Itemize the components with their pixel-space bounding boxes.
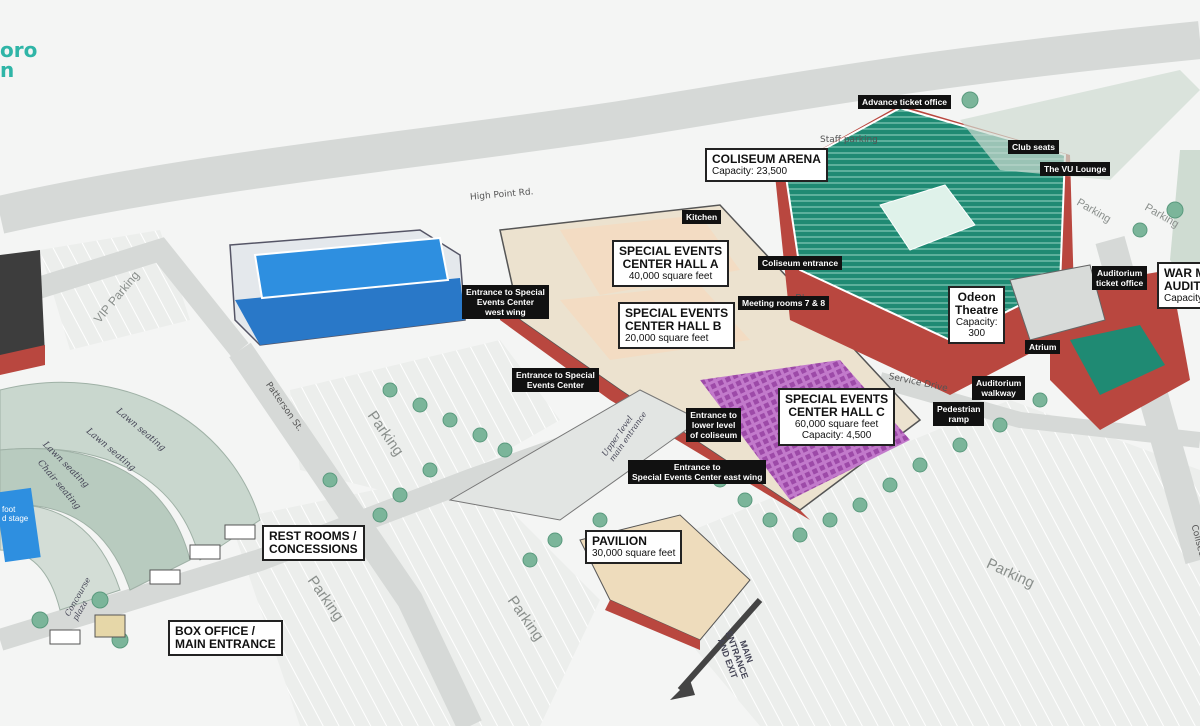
parking-lot-center — [290, 340, 560, 500]
entrance-special-events-tag: Entrance to Special Events Center — [512, 368, 599, 392]
coliseum-arena-name: COLISEUM ARENA — [712, 152, 821, 166]
box-office-callout: BOX OFFICE / MAIN ENTRANCE — [168, 620, 283, 656]
advance-ticket-office-tag: Advance ticket office — [858, 95, 952, 109]
west-road — [0, 237, 249, 357]
auditorium-ticket-office-tag: Auditorium ticket office — [1092, 266, 1148, 290]
patterson-street — [229, 342, 482, 726]
atrium-tag: Atrium — [1025, 340, 1061, 354]
coliseum-arena-capacity: Capacity: 23,500 — [712, 166, 788, 177]
staff-parking-label: Staff parking — [820, 135, 878, 145]
entrance-west-wing-tag: Entrance to Special Events Center west w… — [462, 285, 549, 319]
main-entrance-arrow — [677, 598, 763, 692]
war-memorial-auditorium-callout: WAR M AUDITO Capacity — [1157, 262, 1200, 309]
coliseum-court — [879, 184, 976, 251]
parking-lot-southeast — [620, 400, 1200, 726]
high-point-road — [0, 21, 1200, 234]
hall-a-callout: SPECIAL EVENTS CENTER HALL A 40,000 squa… — [612, 240, 730, 287]
rest-rooms-callout: REST ROOMS / CONCESSIONS — [262, 525, 365, 561]
coliseum-entrance-tag: Coliseum entrance — [758, 256, 843, 270]
meeting-rooms-tag: Meeting rooms 7 & 8 — [738, 296, 830, 310]
pavilion-callout: PAVILION 30,000 square feet — [585, 530, 683, 564]
hall-c-callout: SPECIAL EVENTS CENTER HALL C 60,000 squa… — [778, 388, 896, 446]
odeon-theatre-callout: Odeon Theatre Capacity: 300 — [948, 286, 1006, 344]
entrance-east-wing-tag: Entrance to Special Events Center east w… — [628, 460, 767, 484]
kitchen-tag: Kitchen — [682, 210, 722, 224]
pedestrian-ramp-tag: Pedestrian ramp — [933, 402, 985, 426]
service-drive — [877, 372, 1200, 448]
auditorium-walkway-tag: Auditorium walkway — [972, 376, 1026, 400]
logo: oro n — [0, 40, 37, 80]
amphitheater-lawn — [0, 381, 261, 561]
stage-label: foot d stage — [2, 505, 29, 523]
west-building — [0, 250, 45, 365]
club-seats-tag: Club seats — [1008, 140, 1059, 154]
vu-lounge-tag: The VU Lounge — [1040, 162, 1111, 176]
concession-kiosk — [94, 614, 126, 638]
pool — [253, 236, 450, 300]
hall-b-callout: SPECIAL EVENTS CENTER HALL B 20,000 squa… — [618, 302, 736, 349]
entrance-lower-level-tag: Entrance to lower level of coliseum — [686, 408, 742, 442]
coliseum-arena-callout: COLISEUM ARENA Capacity: 23,500 — [705, 148, 828, 182]
odeon-theatre-building — [1009, 264, 1106, 341]
logo-line-2: n — [0, 58, 15, 82]
logo-line-1: oro — [0, 38, 38, 62]
amphitheater-stage — [0, 487, 41, 563]
